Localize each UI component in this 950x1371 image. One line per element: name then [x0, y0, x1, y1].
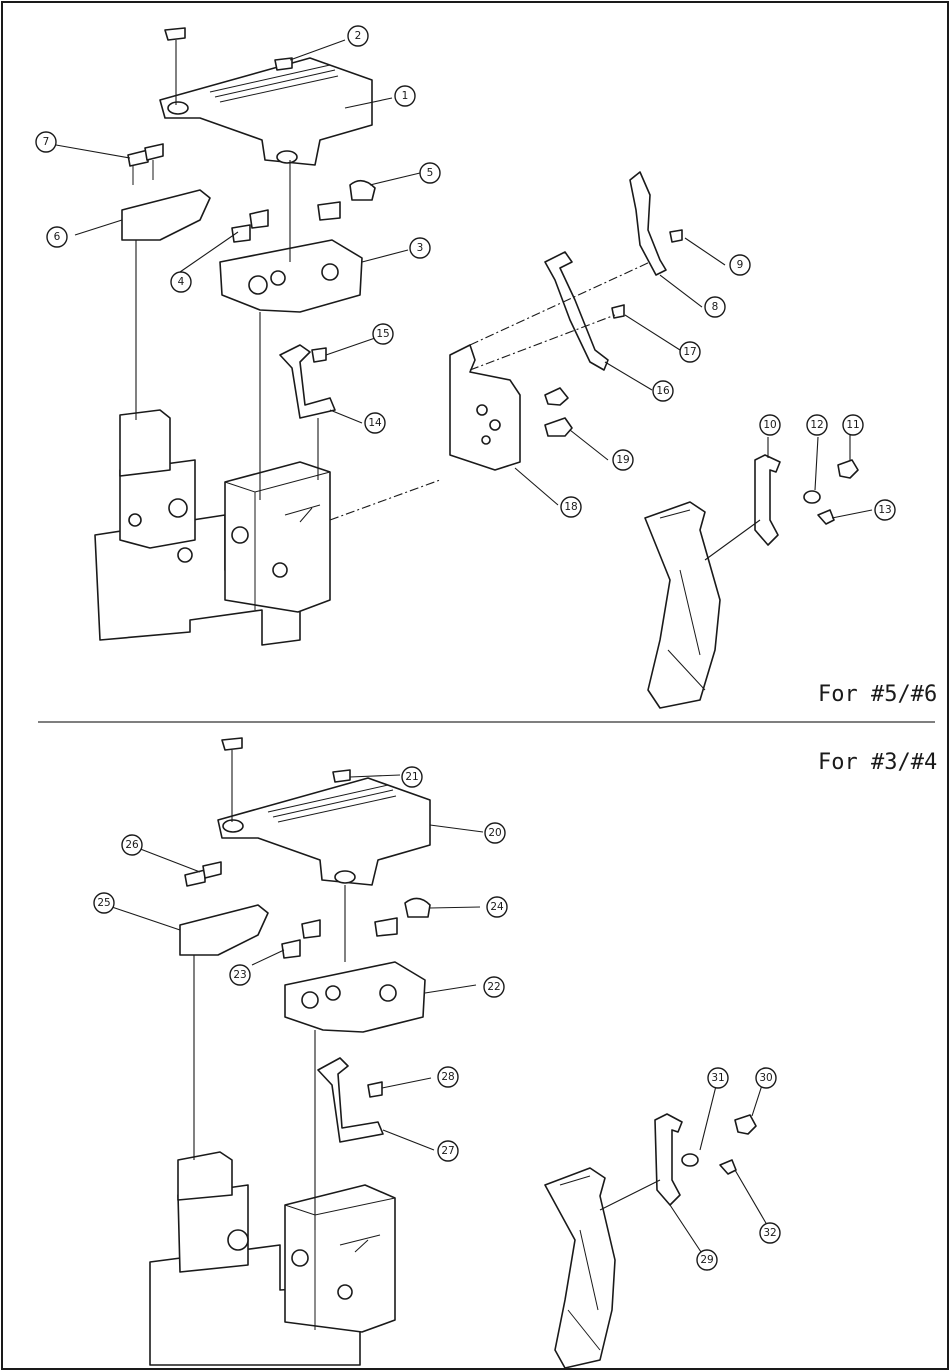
callout-11: 11: [842, 414, 864, 436]
callout-2: 2: [347, 25, 369, 47]
svg-text:20: 20: [488, 827, 501, 839]
needle-plate-bottom: [217, 777, 431, 886]
screw-top-bottom: [221, 737, 243, 751]
svg-text:12: 12: [810, 419, 823, 431]
svg-text:24: 24: [490, 901, 504, 913]
needle-plate-top: [159, 57, 373, 166]
lever-16: [544, 251, 609, 371]
svg-text:25: 25: [97, 897, 110, 909]
svg-text:32: 32: [763, 1227, 776, 1239]
leader-lines: [55, 39, 873, 1259]
feed-holder-top: [121, 189, 211, 241]
throat-base-plate-bottom: [284, 885, 426, 1230]
looper-assembly-top: [644, 454, 859, 709]
svg-text:10: 10: [763, 419, 776, 431]
svg-text:26: 26: [125, 839, 139, 851]
stud-3: [317, 201, 341, 221]
base-casting-top: [94, 409, 331, 646]
svg-text:30: 30: [759, 1072, 772, 1084]
spreader-guide-top: [279, 344, 336, 419]
svg-text:3: 3: [417, 242, 424, 254]
svg-text:16: 16: [656, 385, 670, 397]
svg-text:7: 7: [43, 136, 50, 148]
svg-text:13: 13: [878, 504, 891, 516]
callout-23: 23: [229, 964, 251, 986]
svg-text:17: 17: [683, 346, 696, 358]
bracket-block-top: [449, 344, 521, 471]
assembly-top: [94, 27, 859, 709]
svg-text:4: 4: [178, 276, 185, 288]
screw-4b: [249, 209, 269, 229]
callout-20: 20: [484, 822, 506, 844]
screw-19a: [544, 387, 569, 406]
callout-28: 28: [437, 1066, 459, 1088]
feed-holder-bottom: [179, 904, 269, 956]
callout-16: 16: [652, 380, 674, 402]
callouts-top: 1 2 3 4 5 6 7 8 9 10 11 12 13 14 15 16 1…: [35, 25, 896, 521]
svg-text:1: 1: [402, 90, 409, 102]
callout-12: 12: [806, 414, 828, 436]
svg-text:19: 19: [616, 454, 629, 466]
callout-22: 22: [483, 976, 505, 998]
callout-7: 7: [35, 131, 57, 153]
callout-19: 19: [612, 449, 634, 471]
svg-text:9: 9: [737, 259, 744, 271]
svg-text:29: 29: [700, 1254, 713, 1266]
spreader-guide-bottom: [317, 1057, 384, 1143]
callouts-bottom: 20 21 22 23 24 25 26 27 28 29 30 31 32: [93, 766, 781, 1271]
svg-text:21: 21: [405, 771, 418, 783]
callout-30: 30: [755, 1067, 777, 1089]
caption-variant-3-4: For #3/#4: [818, 750, 937, 775]
callout-32: 32: [759, 1222, 781, 1244]
callout-26: 26: [121, 834, 143, 856]
callout-31: 31: [707, 1067, 729, 1089]
callout-6: 6: [46, 226, 68, 248]
callout-4: 4: [170, 271, 192, 293]
svg-text:15: 15: [376, 328, 389, 340]
callout-24: 24: [486, 896, 508, 918]
callout-1: 1: [394, 85, 416, 107]
callout-29: 29: [696, 1249, 718, 1271]
base-casting-bottom: [149, 1151, 396, 1366]
looper-assembly-bottom: [544, 1113, 757, 1369]
callout-3: 3: [409, 237, 431, 259]
callout-21: 21: [401, 766, 423, 788]
cap-5: [349, 179, 376, 201]
svg-text:6: 6: [54, 231, 61, 243]
callout-10: 10: [759, 414, 781, 436]
cap-24: [404, 897, 431, 918]
svg-text:27: 27: [441, 1145, 454, 1157]
screw-19b: [544, 417, 573, 437]
svg-text:31: 31: [711, 1072, 724, 1084]
callout-13: 13: [874, 499, 896, 521]
svg-text:2: 2: [355, 30, 362, 42]
callout-5: 5: [419, 162, 441, 184]
svg-text:22: 22: [487, 981, 500, 993]
callout-25: 25: [93, 892, 115, 914]
svg-text:8: 8: [712, 301, 719, 313]
screw-4a: [231, 224, 251, 243]
svg-text:11: 11: [846, 419, 859, 431]
throat-base-plate-top: [219, 160, 363, 500]
assembly-bottom: [149, 737, 757, 1369]
callout-8: 8: [704, 296, 726, 318]
screws-top-plate: [127, 27, 293, 185]
callout-9: 9: [729, 254, 751, 276]
callout-17: 17: [679, 341, 701, 363]
svg-text:23: 23: [233, 969, 246, 981]
svg-text:14: 14: [368, 417, 382, 429]
svg-text:18: 18: [564, 501, 577, 513]
callout-18: 18: [560, 496, 582, 518]
caption-variant-5-6: For #5/#6: [818, 682, 937, 707]
callout-14: 14: [364, 412, 386, 434]
callout-27: 27: [437, 1140, 459, 1162]
svg-text:5: 5: [427, 167, 434, 179]
svg-text:28: 28: [441, 1071, 454, 1083]
callout-15: 15: [372, 323, 394, 345]
lever-8: [629, 171, 667, 276]
